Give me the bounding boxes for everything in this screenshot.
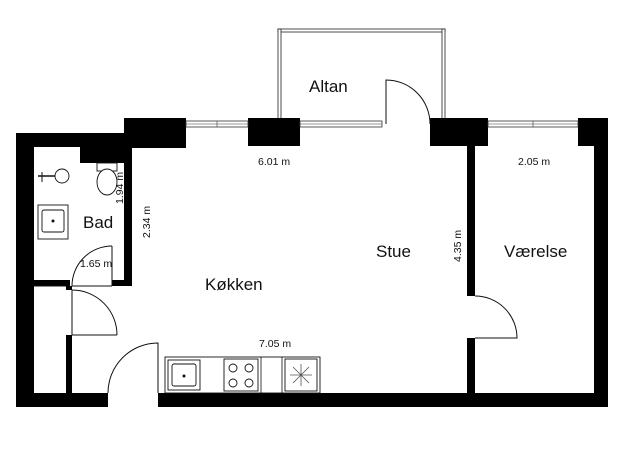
doors [34, 79, 518, 394]
dim-koekken-width: 7.05 m [259, 338, 291, 350]
room-label-koekken: Køkken [205, 275, 263, 294]
room-label-bad: Bad [83, 213, 113, 232]
dim-bad-height: 1.94 m [114, 172, 126, 204]
room-label-stue: Stue [376, 242, 411, 261]
kitchen-counter [164, 356, 321, 394]
outer-walls [16, 118, 608, 407]
dim-stue-width: 6.01 m [258, 156, 290, 168]
windows [185, 120, 579, 128]
dim-vaerelse-width: 2.05 m [518, 156, 550, 168]
room-label-vaerelse: Værelse [504, 242, 567, 261]
dim-stue-height: 4.35 m [452, 230, 464, 262]
room-label-altan: Altan [309, 77, 348, 96]
interior-walls [34, 133, 475, 400]
dim-koekken-height: 2.34 m [141, 206, 153, 238]
balcony-outline [277, 28, 446, 125]
dim-bad-width: 1.65 m [80, 258, 112, 270]
bathroom-fixtures [37, 162, 118, 240]
